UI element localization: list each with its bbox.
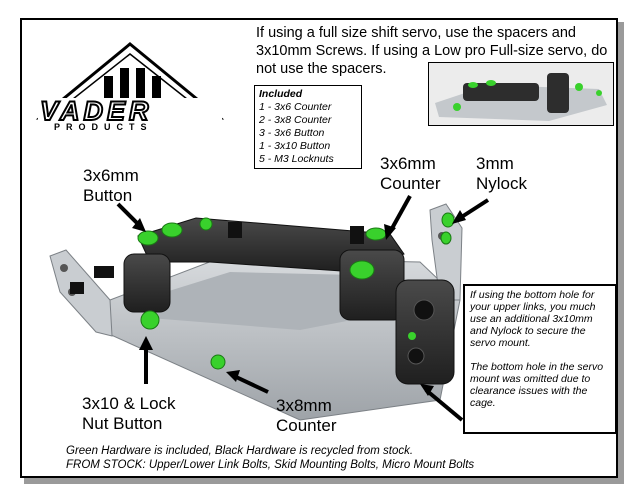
- green-counter: [365, 227, 387, 241]
- green-button: [140, 310, 160, 330]
- logo-brand: VADER: [39, 95, 153, 127]
- included-item: 1 - 3x10 Button: [259, 140, 331, 152]
- rear-post: [339, 249, 405, 321]
- included-item: 3 - 3x6 Button: [259, 127, 325, 139]
- label-3x8-counter: 3x8mm Counter: [276, 396, 337, 435]
- front-post: [123, 253, 171, 313]
- green-button: [199, 217, 213, 231]
- label-3x6-counter: 3x6mm Counter: [380, 154, 441, 193]
- bottom-hole-note: If using the bottom hole for your upper …: [463, 284, 617, 434]
- included-item: 2 - 3x8 Counter: [259, 114, 332, 126]
- label-3x6-button: 3x6mm Button: [83, 166, 139, 205]
- side-block: [395, 279, 455, 385]
- inset-photo: [428, 62, 614, 126]
- label-3mm-nylock: 3mm Nylock: [476, 154, 528, 193]
- green-nylock: [408, 332, 416, 340]
- included-item: 5 - M3 Locknuts: [259, 153, 334, 165]
- included-item: 1 - 3x6 Counter: [259, 101, 332, 113]
- green-button: [137, 230, 159, 246]
- vader-logo: [35, 42, 225, 120]
- top-note: If using a full size shift servo, use th…: [256, 25, 608, 77]
- callout-arrows: [116, 195, 490, 422]
- right-bracket: [429, 203, 463, 301]
- note-paragraph: If using the bottom hole for your upper …: [470, 289, 596, 349]
- included-list: Included 1 - 3x6 Counter 2 - 3x8 Counter…: [254, 85, 362, 169]
- green-nylock: [441, 212, 455, 228]
- logo-sub: PRODUCTS: [54, 122, 153, 132]
- footer-line: Green Hardware is included, Black Hardwa…: [66, 445, 414, 457]
- note-paragraph: The bottom hole in the servo mount was o…: [470, 361, 604, 409]
- label-lock-nut-button: 3x10 & Lock Nut Button: [82, 394, 176, 433]
- green-nylock: [440, 231, 452, 245]
- green-button: [161, 222, 183, 238]
- footer-note: Green Hardware is included, Black Hardwa…: [66, 444, 474, 472]
- green-counter: [349, 260, 375, 280]
- footer-line: FROM STOCK: Upper/Lower Link Bolts, Skid…: [66, 459, 475, 471]
- green-counter: [210, 354, 226, 370]
- included-heading: Included: [259, 88, 303, 100]
